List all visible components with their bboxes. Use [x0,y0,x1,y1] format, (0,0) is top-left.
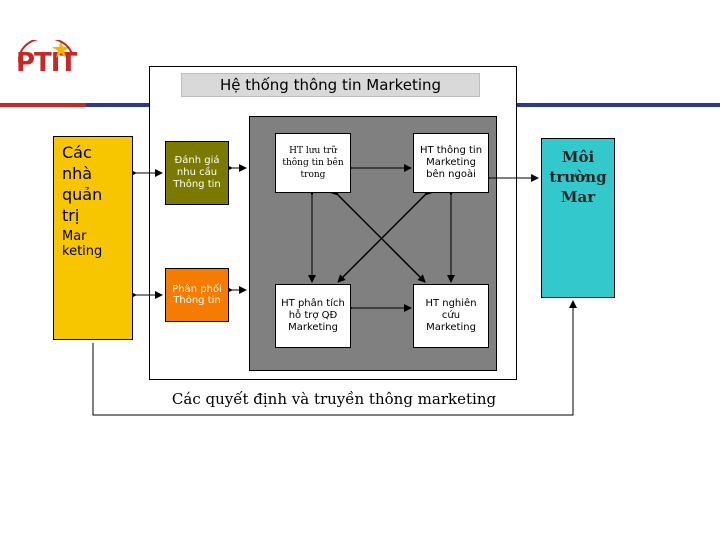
external-info-label: HT thông tin Marketing bên ngoài [419,145,483,180]
managers-line-4: trị [62,206,80,225]
distribute-info-box: Phân phối Thông tin [165,268,229,322]
assess-needs-box: Đánh giá nhu cầu Thông tin [165,141,229,205]
managers-line-1: Các [62,143,92,162]
decision-support-label: HT phân tích hỗ trợ QĐ Marketing [281,298,345,333]
marketing-managers-box: Các nhà quản trị Mar keting [53,136,133,340]
external-info-box: HT thông tin Marketing bên ngoài [413,133,489,193]
research-label: HT nghiên cứu Marketing [425,298,477,333]
logo-star-icon [52,40,70,58]
research-box: HT nghiên cứu Marketing [413,284,489,348]
managers-line-2: nhà [62,164,93,183]
managers-line-6: keting [62,244,103,259]
header-bar-accent [0,103,86,107]
system-title: Hệ thống thông tin Marketing [181,73,480,97]
marketing-environment-box: Môi trường Mar [541,138,615,298]
distribute-info-label: Phân phối Thông tin [172,284,222,306]
managers-line-3: quản [62,185,103,204]
managers-line-5: Mar [62,229,87,244]
environment-line-1: Môi [561,148,595,166]
decision-support-box: HT phân tích hỗ trợ QĐ Marketing [275,284,351,348]
environment-line-2: trường [549,168,607,186]
decisions-caption: Các quyết định và truyền thông marketing [171,390,497,408]
environment-line-3: Mar [560,188,596,206]
internal-records-label: HT lưu trữ thông tin bên trong [282,146,344,180]
ptit-logo: PTIT [16,48,77,78]
assess-needs-label: Đánh giá nhu cầu Thông tin [173,155,221,190]
arrow-diagonal-2 [337,187,433,283]
feedback-loop [92,300,577,416]
internal-records-box: HT lưu trữ thông tin bên trong [275,133,351,193]
